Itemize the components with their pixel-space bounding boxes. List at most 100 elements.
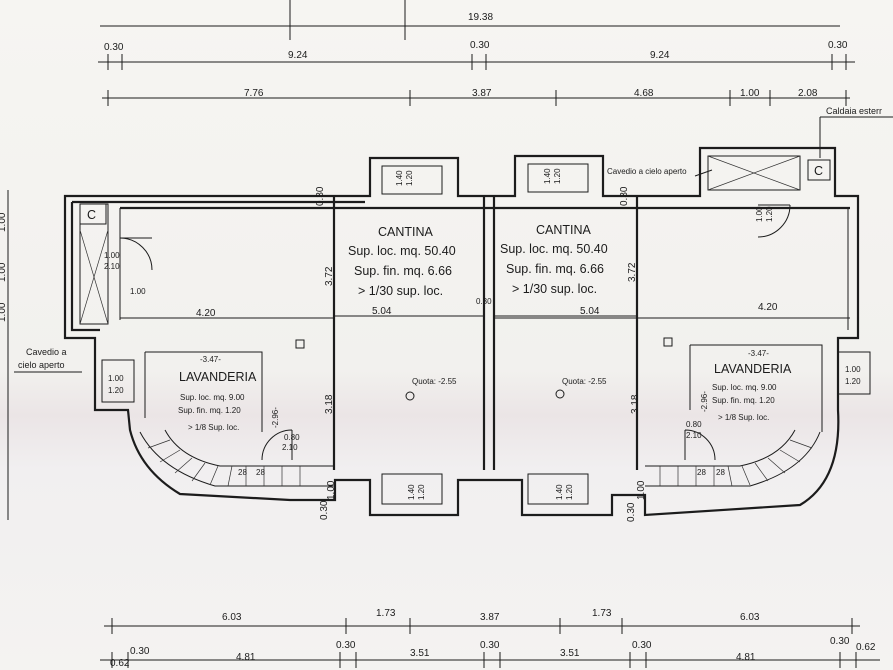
lav-left-ratio: > 1/8 Sup. loc. (188, 423, 239, 432)
dim-top-r2-2: 0.30 (470, 40, 490, 51)
dim-top-r2-1: 9.24 (288, 50, 308, 61)
dim-top-r2-4: 0.30 (828, 40, 848, 51)
svg-text:2.10: 2.10 (104, 262, 120, 271)
dim-top-r3-1: 3.87 (472, 88, 492, 99)
svg-text:1.20: 1.20 (108, 386, 124, 395)
dim-top-r3-3: 1.00 (740, 88, 760, 99)
svg-text:3.18: 3.18 (630, 394, 641, 414)
svg-text:4.20: 4.20 (196, 308, 216, 319)
cantina-left-sup-fin: Sup. fin. mq. 6.66 (354, 264, 452, 278)
svg-text:1.00: 1.00 (130, 287, 146, 296)
internal-dimensions: 4.20 5.04 5.04 4.20 3.72 3.72 3.18 3.18 … (196, 186, 778, 522)
dim-left-1: 1.00 (0, 262, 8, 282)
svg-text:28: 28 (238, 468, 247, 477)
label-caldaia: Caldaia esterr (826, 106, 882, 116)
building-outline (63, 146, 860, 517)
window-niches (101, 163, 871, 505)
cantina-right-sup-fin: Sup. fin. mq. 6.66 (506, 262, 604, 276)
lav-left-height: -3.47- (200, 355, 221, 364)
lav-left-sup-fin: Sup. fin. mq. 1.20 (178, 406, 241, 415)
lav-right-height: -3.47- (748, 349, 769, 358)
stair-left: 28 28 (139, 429, 335, 487)
svg-text:0.30: 0.30 (626, 502, 637, 522)
doors: 1.00 2.10 1.00 1.00 1.20 0.80 2.10 0.80 … (104, 204, 791, 461)
window-labels: 1.40 1.20 1.40 1.20 1.40 1.20 1.40 1.20 … (108, 168, 861, 500)
svg-text:1.73: 1.73 (376, 608, 396, 619)
svg-text:3.87: 3.87 (480, 612, 500, 623)
svg-text:1.20: 1.20 (845, 377, 861, 386)
svg-text:0.30: 0.30 (319, 500, 330, 520)
svg-text:5.04: 5.04 (372, 306, 392, 317)
lav-right-side: -2.96- (700, 391, 709, 412)
svg-text:5.04: 5.04 (580, 306, 600, 317)
room-cantina-right: CANTINA Sup. loc. mq. 50.40 Sup. fin. mq… (500, 223, 608, 399)
dim-top-r3-0: 7.76 (244, 88, 264, 99)
lav-left-side: -2.96- (271, 407, 280, 428)
svg-text:1.00: 1.00 (326, 480, 337, 500)
dim-top-r2-0: 0.30 (104, 42, 124, 53)
svg-text:0.80: 0.80 (686, 420, 702, 429)
lav-right-sup-fin: Sup. fin. mq. 1.20 (712, 396, 775, 405)
svg-text:0.30: 0.30 (476, 297, 492, 306)
cantina-right-quota: Quota: -2.55 (562, 377, 607, 386)
svg-text:1.00: 1.00 (755, 206, 764, 222)
svg-text:0.30: 0.30 (830, 636, 850, 647)
svg-text:0.30: 0.30 (480, 640, 500, 651)
svg-text:28: 28 (697, 468, 706, 477)
svg-text:1.20: 1.20 (417, 484, 426, 500)
svg-text:0.30: 0.30 (315, 186, 326, 206)
svg-text:4.20: 4.20 (758, 302, 778, 313)
svg-text:1.20: 1.20 (405, 170, 414, 186)
svg-text:6.03: 6.03 (740, 612, 760, 623)
svg-text:28: 28 (256, 468, 265, 477)
dim-left-2: 1.00 (0, 302, 8, 322)
cantina-left-sup-loc: Sup. loc. mq. 50.40 (348, 244, 456, 258)
svg-text:2.10: 2.10 (686, 431, 702, 440)
level-marker-right (555, 389, 565, 399)
svg-text:1.00: 1.00 (845, 365, 861, 374)
boiler-left: C (79, 203, 107, 225)
lavanderia-walls (144, 337, 823, 432)
svg-text:1.40: 1.40 (543, 168, 552, 184)
svg-text:4.81: 4.81 (736, 652, 756, 663)
svg-text:0.30: 0.30 (619, 186, 630, 206)
level-marker-left (405, 391, 415, 401)
lav-left-sup-loc: Sup. loc. mq. 9.00 (180, 393, 245, 402)
svg-text:0.80: 0.80 (284, 433, 300, 442)
svg-text:1.00: 1.00 (108, 374, 124, 383)
svg-text:3.51: 3.51 (560, 648, 580, 659)
svg-text:0.30: 0.30 (130, 646, 150, 657)
svg-text:1.00: 1.00 (636, 480, 647, 500)
boiler-right: C (807, 159, 831, 181)
dim-top-r3-4: 2.08 (798, 88, 818, 99)
dim-top-total: 19.38 (468, 12, 493, 23)
dim-top-r3-2: 4.68 (634, 88, 654, 99)
cantina-left-title: CANTINA (378, 225, 434, 239)
svg-text:0.30: 0.30 (632, 640, 652, 651)
left-dimensions: 1.00 1.00 1.00 (0, 190, 9, 520)
svg-text:3.72: 3.72 (324, 266, 335, 286)
svg-text:0.62: 0.62 (110, 658, 130, 669)
svg-text:0.30: 0.30 (336, 640, 356, 651)
svg-text:0.62: 0.62 (856, 642, 876, 653)
svg-text:1.40: 1.40 (555, 484, 564, 500)
dim-left-0: 1.00 (0, 212, 8, 232)
boiler-symbol-left: C (87, 208, 96, 222)
svg-text:3.51: 3.51 (410, 648, 430, 659)
label-cavedio-top: Cavedio a cielo aperto (607, 167, 687, 176)
svg-text:4.81: 4.81 (236, 652, 256, 663)
svg-text:1.00: 1.00 (104, 251, 120, 260)
lav-right-sup-loc: Sup. loc. mq. 9.00 (712, 383, 777, 392)
svg-text:1.40: 1.40 (395, 170, 404, 186)
room-lavanderia-left: -3.47- LAVANDERIA Sup. loc. mq. 9.00 Sup… (178, 355, 280, 432)
label-cavedio-left-2: cielo aperto (18, 360, 65, 370)
svg-text:1.20: 1.20 (565, 484, 574, 500)
cantina-right-ratio: > 1/30 sup. loc. (512, 282, 597, 296)
bottom-dimensions: 6.03 1.73 3.87 1.73 6.03 0.62 0.30 4.81 … (100, 608, 880, 669)
svg-text:1.20: 1.20 (765, 206, 774, 222)
top-dimensions: 19.38 0.30 9.24 0.30 9.24 0.30 7.76 3.87… (98, 0, 855, 106)
room-lavanderia-right: -3.47- LAVANDERIA Sup. loc. mq. 9.00 Sup… (700, 349, 792, 422)
room-cantina-left: CANTINA Sup. loc. mq. 50.40 Sup. fin. mq… (348, 225, 457, 401)
